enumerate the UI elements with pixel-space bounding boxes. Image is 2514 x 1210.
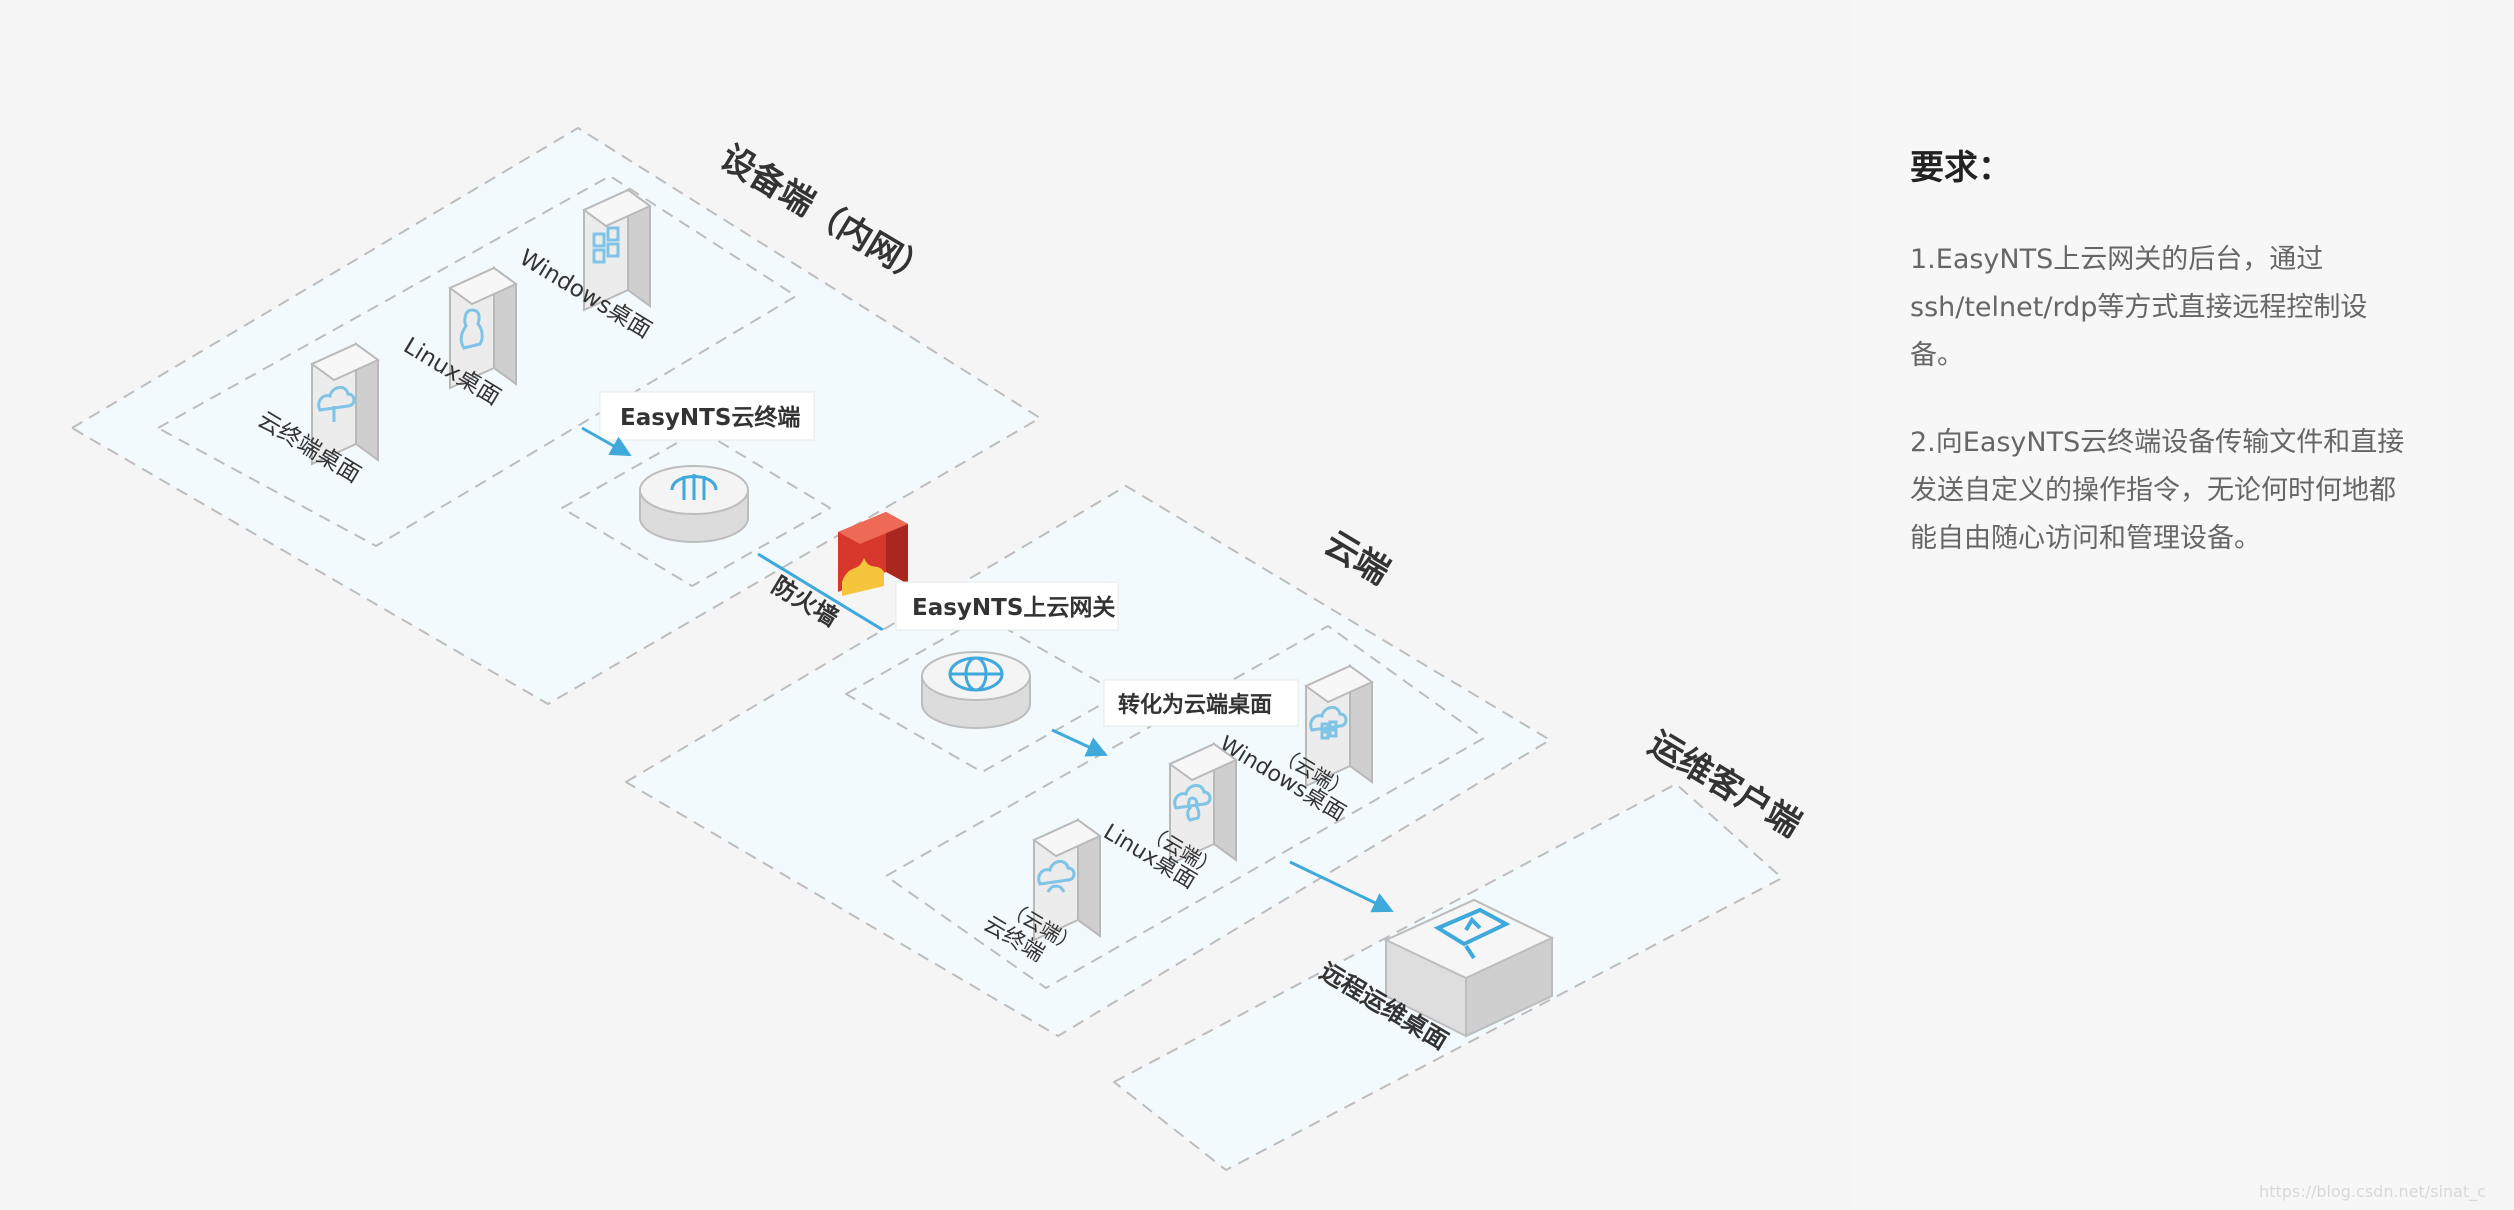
cloud-linux-icon [1173,784,1212,822]
firewall-label: 防火墙 [767,571,843,632]
cloud-terminal-server [1033,819,1101,941]
firewall-icon [838,512,908,596]
callout-gateway-text: EasyNTS上云网关 [912,594,1115,621]
monitor-icon [1433,907,1511,960]
linux-desktop-server [449,267,517,389]
callout-gateway: EasyNTS上云网关 [895,581,1119,631]
requirement-item-1: 1.EasyNTS上云网关的后台，通过ssh/telnet/rdp等方式直接远程… [1910,244,2368,371]
callout-convert: 转化为云端桌面 [1103,679,1299,727]
requirement-item-2: 2.向EasyNTS云终端设备传输文件和直接发送自定义的操作指令，无论何时何地都… [1910,427,2405,554]
cloud-linux-server [1169,743,1237,865]
linux-icon [459,308,484,350]
windows-desktop-server [583,189,651,311]
device-zone: 设备端（内网） [71,127,1041,705]
gateway-device [921,651,1031,729]
requirements-title: 要求： [1910,148,2012,188]
arrow-to-cloud-desktops [1051,728,1108,757]
terminal-device [639,465,749,543]
callout-convert-text: 转化为云端桌面 [1118,692,1272,718]
ops-desktop-device [1383,898,1555,1038]
watermark: https://blog.csdn.net/sinat_c [2259,1182,2486,1201]
callout-terminal: EasyNTS云终端 [599,391,815,441]
chip-icon [670,474,718,500]
globe-icon [948,656,1004,692]
cloud-icon [317,386,356,422]
cloud-terminal-icon [1037,860,1076,893]
requirements-panel [1852,0,2448,1210]
cloud-terminal-desktop-server [311,343,379,465]
architecture-diagram: 设备端（内网） Windows桌面 Linux桌面 云终端桌面 EasyNTS云… [71,127,1808,1171]
arrow-to-ops-desktop [1289,860,1394,913]
callout-terminal-text: EasyNTS云终端 [620,404,800,431]
arrow-through-firewall [757,552,910,647]
windows-icon [592,226,620,264]
cloud-zone-label: 云端 [1317,523,1396,592]
arrow-to-terminal [581,426,632,457]
cloud-windows-server [1305,665,1373,787]
cloud-windows-icon [1309,706,1348,740]
